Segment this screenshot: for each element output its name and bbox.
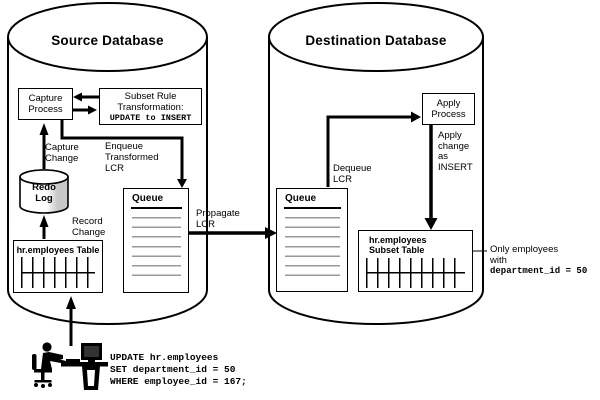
- user-update-arrow: [66, 296, 76, 346]
- source-queue-label: Queue: [132, 193, 164, 204]
- table-rows-icon: [366, 258, 465, 288]
- source-database-title: Source Database: [51, 33, 164, 48]
- enqueue-arrow: [60, 120, 187, 188]
- record-change-label: Record Change: [72, 216, 106, 238]
- redo-log-cylinder: [19, 169, 69, 214]
- record-change-arrow: [39, 215, 49, 239]
- enqueue-transformed-lcr-label: Enqueue Transformed LCR: [105, 141, 159, 174]
- redo-log-label: Redo Log: [32, 182, 56, 204]
- annotation-text: Only employees with: [490, 244, 559, 266]
- employees-subset-table-box: hr.employees Subset Table: [358, 230, 473, 292]
- destination-queue-label: Queue: [285, 193, 317, 204]
- propagate-arrow: [189, 227, 277, 239]
- subset-rule-code: UPDATE to INSERT: [109, 112, 192, 123]
- subset-rule-label: Subset Rule Transformation:: [117, 90, 184, 113]
- destination-queue-box: Queue: [276, 188, 348, 292]
- employees-table-label: hr.employees Table: [16, 245, 100, 255]
- subset-to-capture-arrow: [73, 92, 99, 102]
- annotation-code: department_id = 50: [490, 266, 588, 276]
- capture-change-arrow: [39, 123, 49, 169]
- queue-items-icon: [285, 217, 340, 282]
- capture-process-box: Capture Process: [18, 88, 73, 120]
- dequeue-lcr-label: Dequeue LCR: [333, 163, 372, 185]
- apply-change-as-insert-label: Apply change as INSERT: [438, 130, 473, 173]
- propagate-lcr-label: Propagate LCR: [196, 208, 240, 230]
- dequeue-arrow: [326, 111, 421, 187]
- subset-annotation: Only employees with department_id = 50: [490, 244, 598, 277]
- table-rows-icon: [21, 257, 95, 288]
- capture-to-subset-arrow: [73, 105, 97, 115]
- sql-statement: UPDATE hr.employees SET department_id = …: [110, 352, 247, 387]
- apply-process-box: Apply Process: [422, 93, 475, 125]
- apply-insert-arrow: [424, 125, 438, 230]
- capture-change-label: Capture Change: [45, 142, 79, 164]
- employees-subset-table-label: hr.employees Subset Table: [369, 235, 427, 255]
- destination-database-title: Destination Database: [305, 33, 447, 48]
- queue-items-icon: [132, 217, 181, 283]
- source-queue-box: Queue: [123, 188, 189, 293]
- queue-divider: [131, 207, 182, 209]
- employees-table-box: hr.employees Table: [13, 240, 103, 293]
- subset-rule-transformation-box: Subset Rule Transformation: UPDATE to IN…: [99, 88, 202, 125]
- user-at-computer-icon: [32, 342, 108, 390]
- queue-divider: [284, 207, 341, 209]
